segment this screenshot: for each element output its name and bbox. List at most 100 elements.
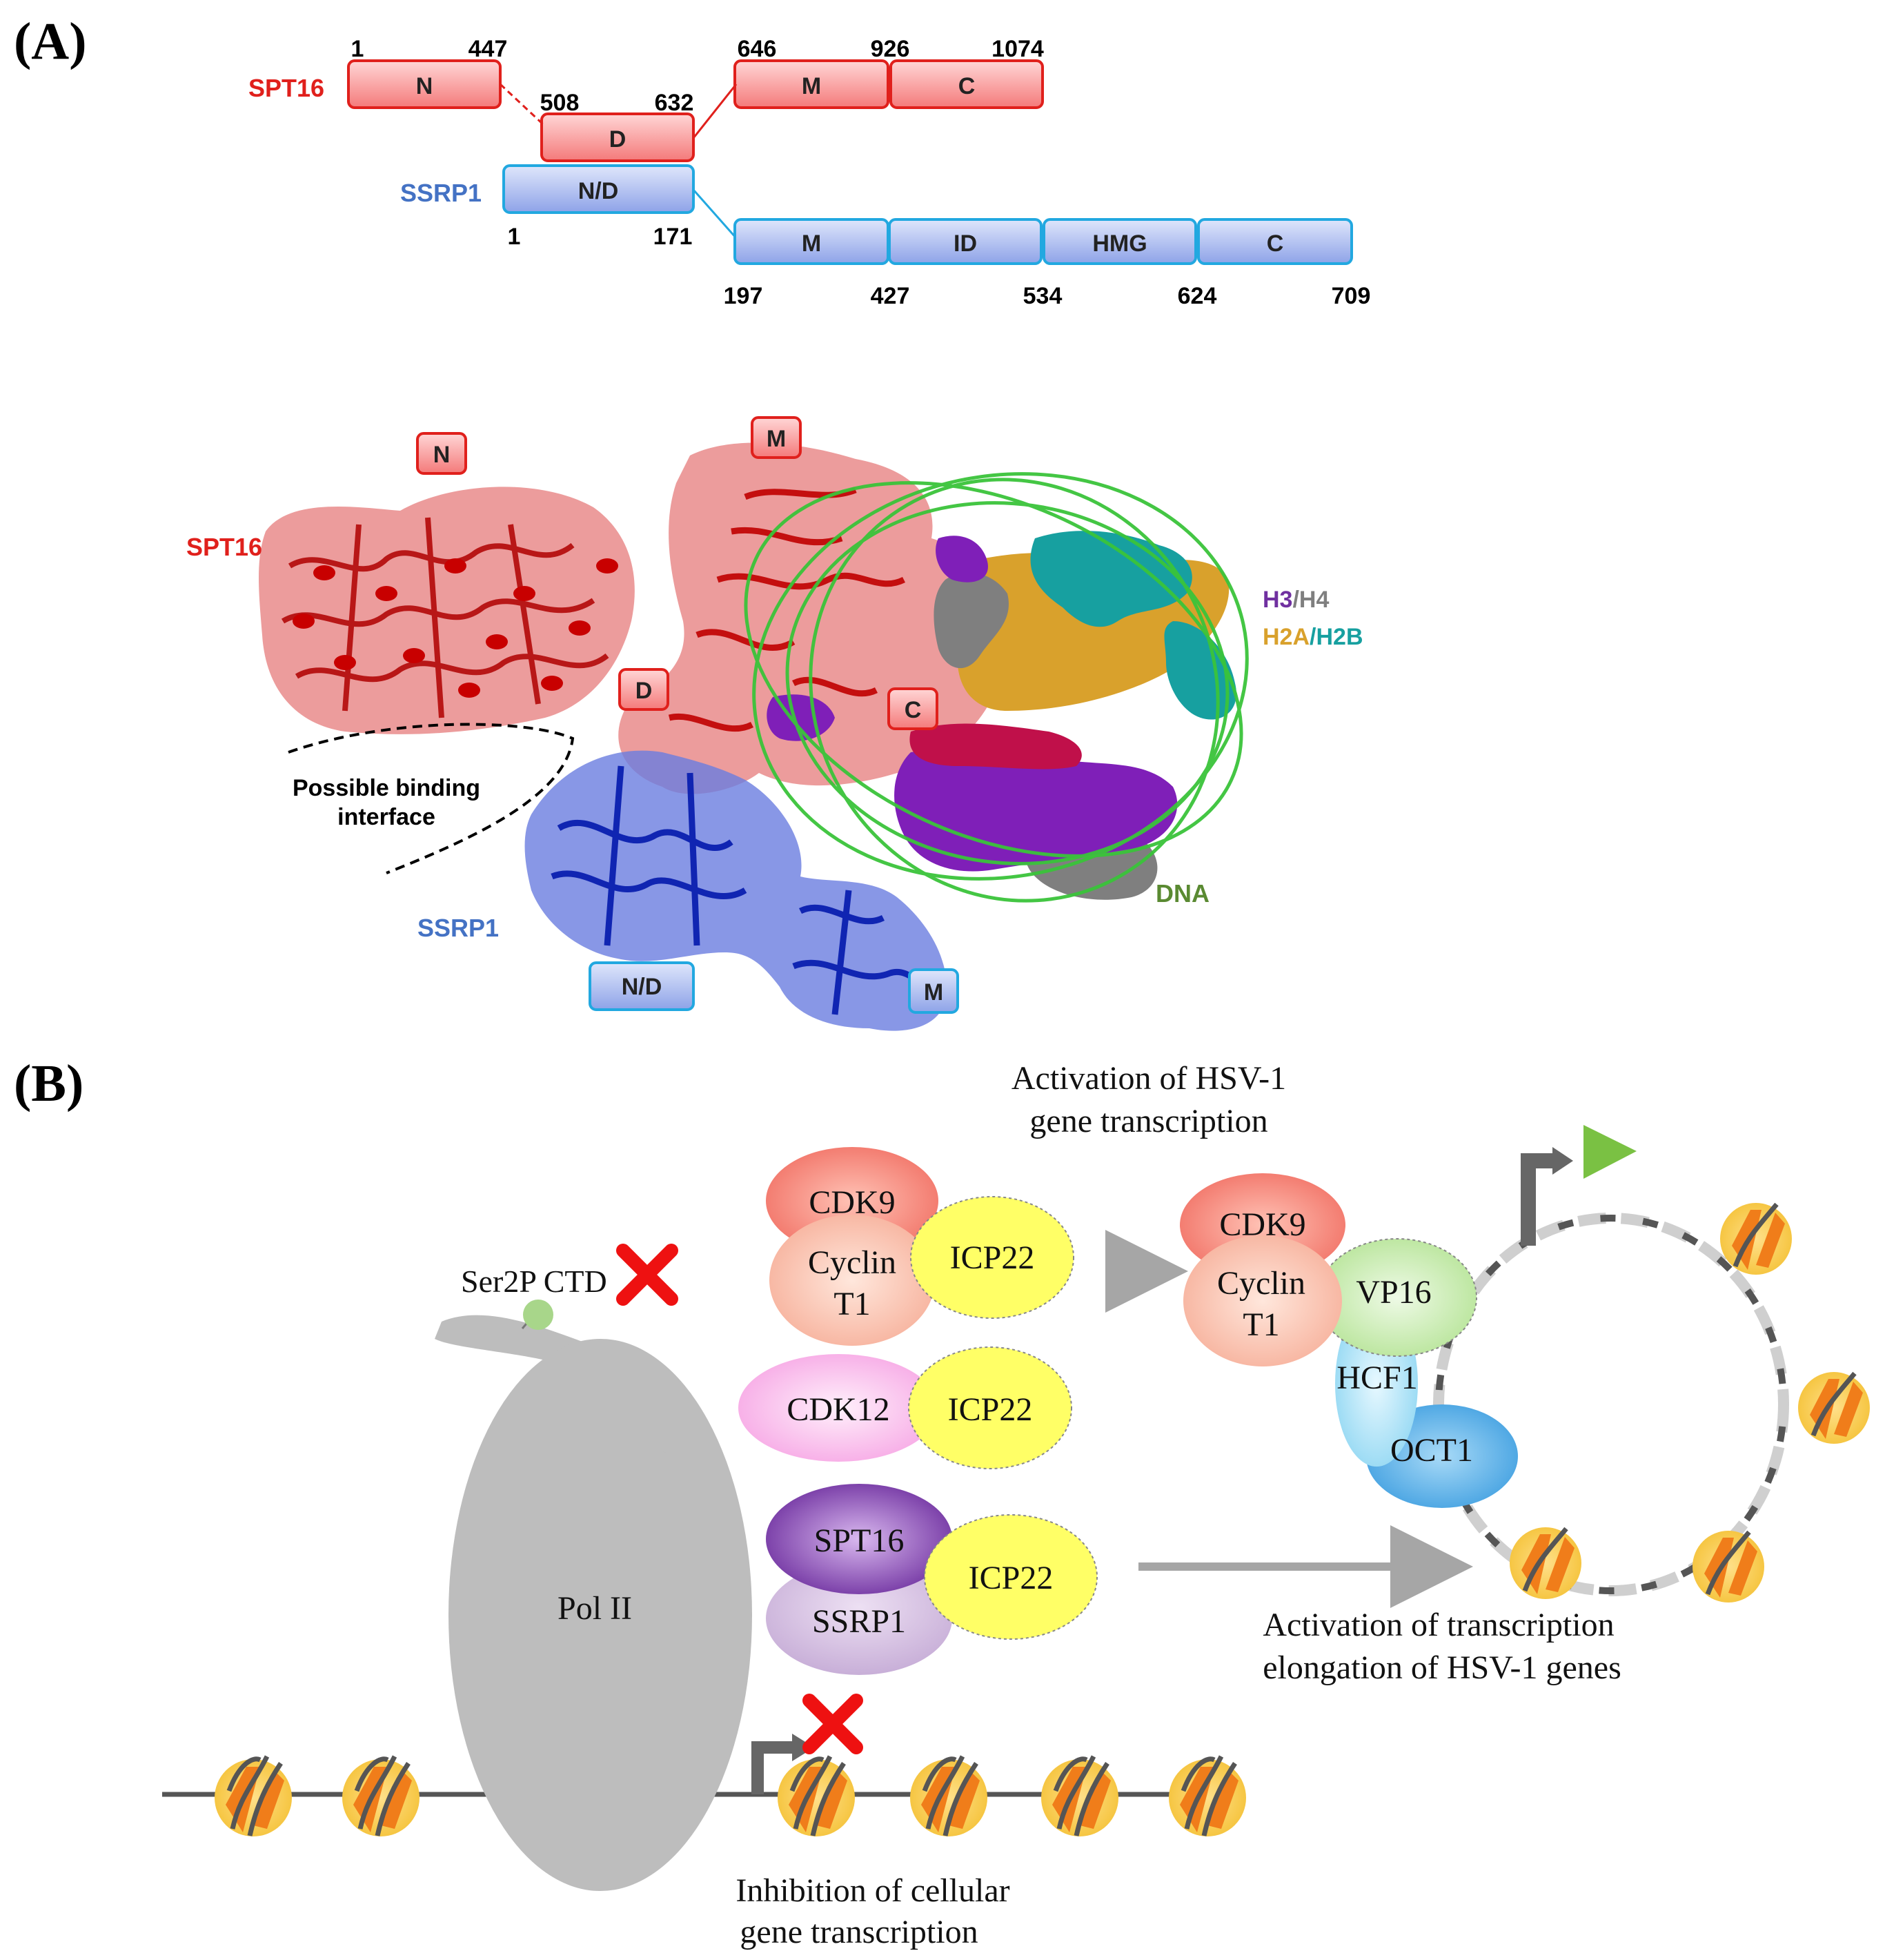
vp16-label: VP16 [1356, 1274, 1431, 1311]
ssrp1-domain-nd [502, 164, 695, 214]
spt16-linker [692, 84, 738, 139]
cyclin-right-line2: T1 [1243, 1306, 1279, 1343]
spt16-domain-m [733, 59, 889, 109]
ssrp1-domain-c-label: C [1267, 231, 1284, 257]
ssrp1-pos-1: 1 [508, 224, 521, 250]
tag-c-box [887, 687, 938, 730]
tag-d: D [635, 678, 653, 704]
cellular-block-x-icon [802, 1694, 863, 1754]
activation-hsv-line2: gene transcription [1029, 1103, 1267, 1139]
spt16-oval [766, 1484, 952, 1594]
cdk12-oval [738, 1354, 938, 1462]
spt16-pos-926: 926 [871, 36, 910, 62]
structure-ssrp1-label: SSRP1 [417, 914, 499, 942]
ssrp1-domain-nd-label: N/D [578, 178, 619, 204]
tag-nd-box [589, 961, 695, 1011]
spt16-domain-map: SPT16 N D M C 1 447 508 632 646 926 1074 [248, 36, 1044, 162]
nucleosome [778, 1755, 855, 1836]
dna-label: DNA [1156, 879, 1210, 908]
tag-nd: N/D [622, 974, 662, 1000]
viral-nucleosome [1720, 1202, 1792, 1275]
h3-h4-slash: / [1292, 587, 1299, 613]
spt16-pos-447: 447 [468, 36, 508, 62]
tag-n-box [416, 432, 467, 475]
cyclin-label-line1: Cyclin [808, 1244, 896, 1281]
structure-spt16-label: SPT16 [186, 533, 262, 561]
histone-h2a-h2b-label: H2A/H2B [1263, 624, 1363, 650]
ssrp1-oval [766, 1562, 952, 1675]
inhibition-line2: gene transcription [740, 1914, 978, 1950]
cdk12-icp22-complex: CDK12 ICP22 [738, 1346, 1072, 1469]
tag-d-box [618, 668, 669, 711]
spt16-domain-c-label: C [958, 73, 976, 99]
ssrp1-pos-624: 624 [1178, 283, 1217, 309]
h2a-h2b-slash: / [1310, 624, 1316, 650]
ser2p-phospho-dot [523, 1300, 553, 1330]
dna-wrap-1 [752, 472, 1249, 881]
spt16-pos-1: 1 [351, 36, 364, 62]
nucleosome [910, 1755, 987, 1836]
genome-strand-dark [1435, 1215, 1787, 1594]
h3-surface [894, 749, 1178, 872]
h2a-label: H2A [1263, 624, 1310, 650]
spt16-map-label: SPT16 [248, 74, 324, 102]
tag-c: C [905, 697, 922, 723]
viral-nucleosome [1798, 1371, 1870, 1444]
spt16-domain-m-label: M [802, 73, 821, 99]
histone-h3-h4-label: H3/H4 [1263, 587, 1329, 613]
ssrp1-domain-c [1197, 218, 1353, 265]
fact-icp22-complex: SPT16 SSRP1 ICP22 [766, 1484, 1098, 1675]
viral-nucleosome [1510, 1527, 1581, 1599]
spt16-domain-c [889, 59, 1044, 109]
nucleosome [1041, 1755, 1118, 1836]
pol-ii-label: Pol II [557, 1590, 632, 1627]
ssrp1-pos-427: 427 [871, 283, 910, 309]
panel-b-label: (B) [14, 1055, 83, 1113]
cyclin-t1-oval [769, 1215, 935, 1346]
h4-surface [934, 572, 1009, 669]
inhibition-line1: Inhibition of cellular [736, 1872, 1009, 1909]
cellular-nucleosomes [215, 1755, 1246, 1836]
green-transcription-triangle [1583, 1125, 1637, 1179]
h3-surface-2 [936, 536, 988, 582]
spt16-n-surface [259, 487, 635, 734]
spt16-label: SPT16 [814, 1522, 905, 1559]
h3-label: H3 [1263, 587, 1292, 613]
nucleosome [342, 1755, 420, 1836]
ssrp1-pos-197: 197 [724, 283, 763, 309]
binding-interface-line2: interface [337, 804, 435, 830]
spt16-pos-632: 632 [655, 90, 694, 116]
elongation-line1: Activation of transcription [1263, 1607, 1614, 1643]
ssrp1-surface [524, 750, 947, 1031]
hcf1-label: HCF1 [1336, 1360, 1417, 1396]
ssrp1-linker [692, 189, 738, 239]
h4-label: H4 [1299, 587, 1330, 613]
icp22-oval-1 [910, 1196, 1074, 1319]
ssrp1-label: SSRP1 [812, 1603, 906, 1640]
ser2p-block-x-icon [616, 1244, 678, 1306]
ssrp1-domain-id [888, 218, 1043, 265]
ser2p-ctd-label: Ser2P CTD [461, 1264, 607, 1299]
ssrp1-pos-534: 534 [1023, 283, 1063, 309]
cellular-promoter-arrow [751, 1741, 793, 1794]
viral-activator-complex: CDK9 Cyclin T1 VP16 HCF1 OCT1 [1180, 1173, 1518, 1508]
nucleosome [215, 1755, 292, 1836]
spt16-pos-1074: 1074 [991, 36, 1044, 62]
hsv1-circular-genome [1433, 1125, 1870, 1603]
pol-ii-complex: Pol II Ser2P CTD [435, 1244, 752, 1891]
viral-nucleosome [1692, 1530, 1764, 1603]
dna-wrap-4 [809, 478, 1220, 903]
crimson-tail [909, 723, 1082, 770]
pol-ii-body [448, 1339, 752, 1891]
spt16-pos-508: 508 [540, 90, 580, 116]
oct1-label: OCT1 [1390, 1432, 1473, 1469]
tag-n: N [433, 442, 451, 468]
cdk9-cyclin-icp22-complex: CDK9 Cyclin T1 ICP22 [766, 1147, 1074, 1346]
cyclin-right-line1: Cyclin [1217, 1265, 1305, 1302]
icp22-oval-2 [908, 1346, 1072, 1469]
viral-promoter-arrowhead [1552, 1147, 1573, 1175]
ssrp1-domain-map: SSRP1 N/D M ID HMG C 1 171 197 427 534 6… [400, 164, 1370, 309]
ssrp1-pos-171: 171 [653, 224, 693, 250]
spt16-pos-646: 646 [738, 36, 777, 62]
elongation-line2: elongation of HSV-1 genes [1263, 1649, 1621, 1686]
